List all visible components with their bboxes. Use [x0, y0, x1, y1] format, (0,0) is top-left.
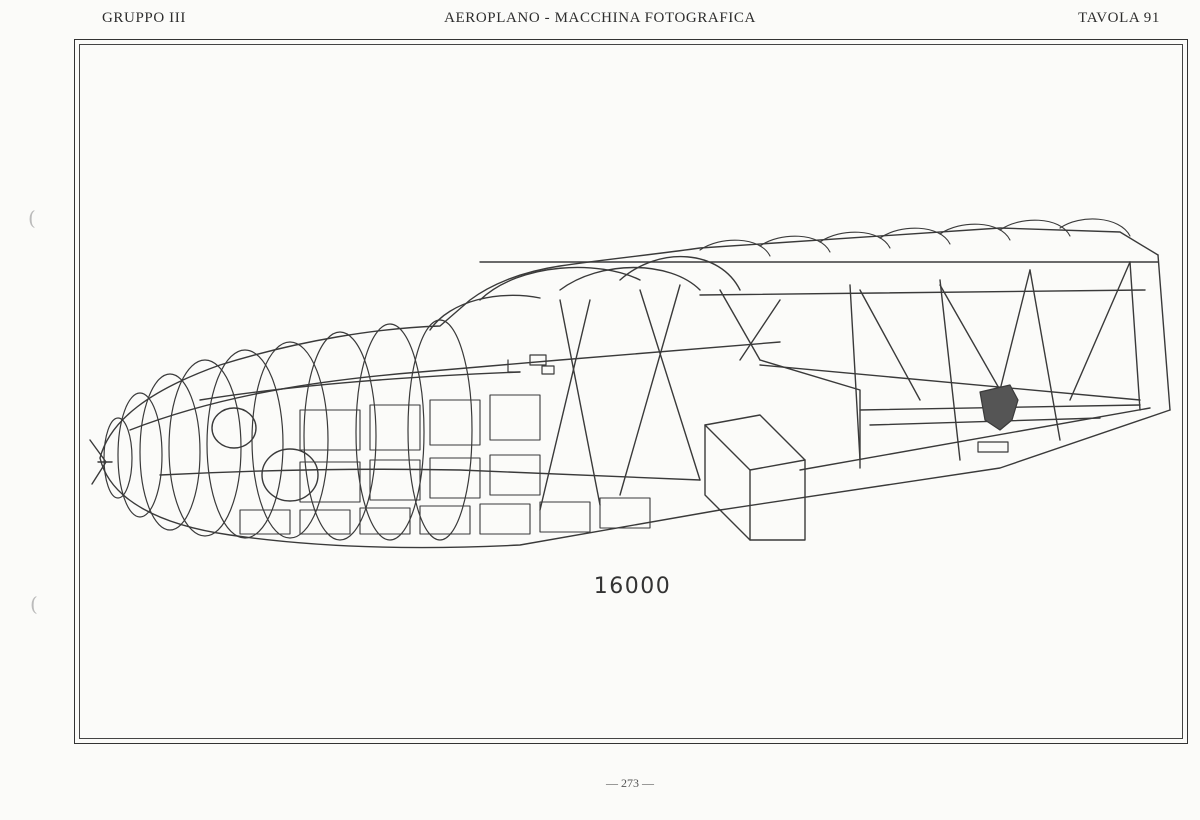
fuselage-outline: [99, 227, 1171, 549]
nose-propeller: [89, 439, 113, 485]
nose-frames: [103, 319, 473, 541]
side-panels: [239, 394, 651, 535]
margin-mark: (: [28, 206, 36, 230]
header-plate-number: TAVOLA 91: [1078, 10, 1160, 26]
figure-number: 16000: [593, 574, 672, 599]
margin-mark: (: [30, 592, 38, 616]
truss-bracing: [539, 261, 1141, 511]
portholes: [211, 407, 319, 502]
camera-hatch: [704, 414, 806, 541]
cockpit-details: [507, 354, 555, 375]
plate-frame-inner: [79, 44, 1183, 739]
header-title: AEROPLANO - MACCHINA FOTOGRAFICA: [444, 10, 756, 26]
header-group-label: GRUPPO III: [102, 10, 186, 26]
aerial-camera: [977, 384, 1019, 453]
plate-frame: [74, 39, 1188, 744]
longerons: [129, 261, 1159, 481]
canopy-arches: [429, 255, 741, 331]
top-arches: [699, 218, 1131, 257]
page-number: — 273 —: [606, 776, 654, 790]
